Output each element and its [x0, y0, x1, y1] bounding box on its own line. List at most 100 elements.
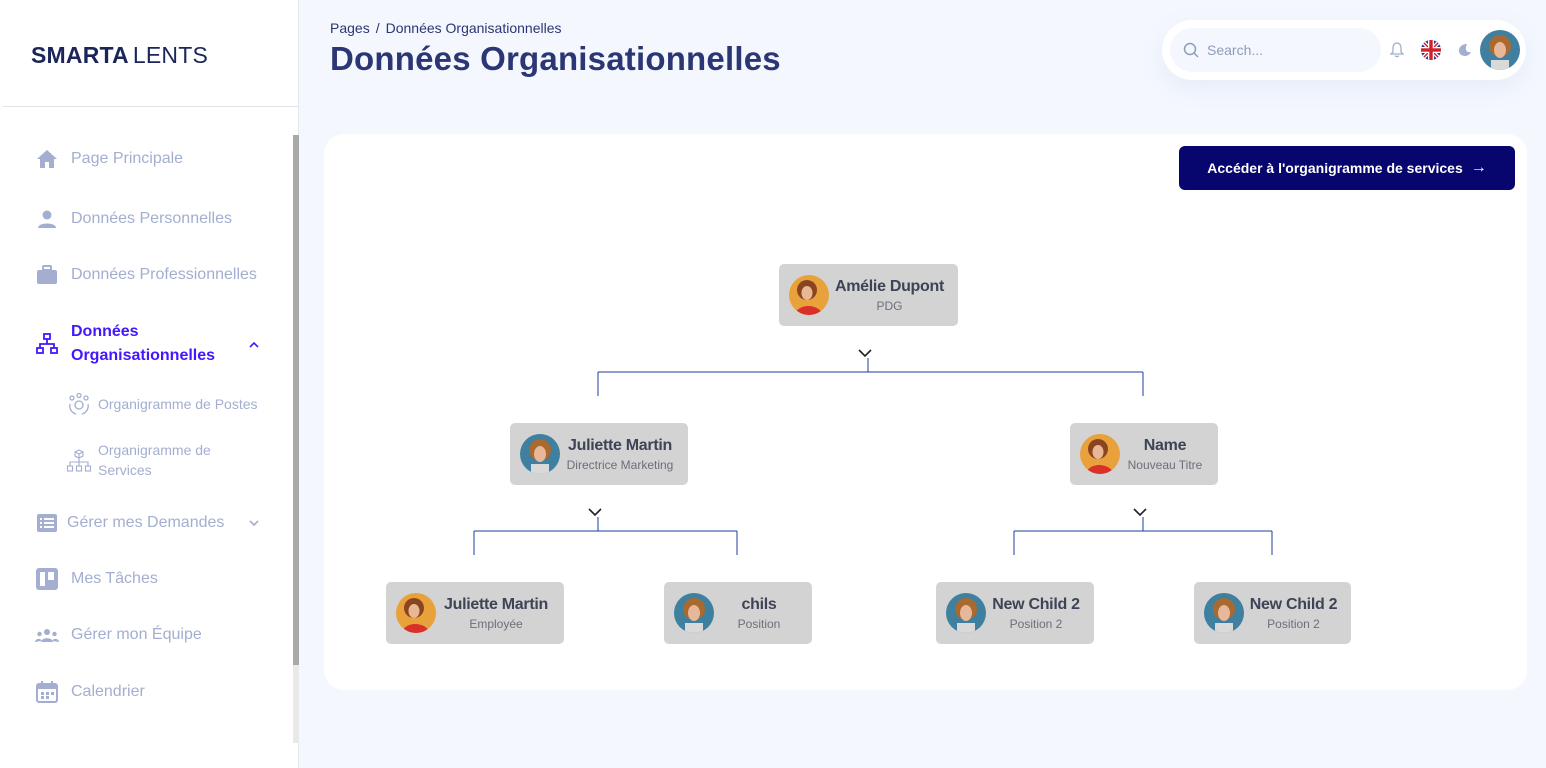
sidebar-item-donnees-professionnelles[interactable]: Données Professionnelles — [35, 260, 257, 290]
org-node-level1[interactable]: Name Nouveau Titre — [1070, 423, 1218, 485]
avatar — [1080, 434, 1120, 474]
search-input[interactable] — [1207, 42, 1367, 58]
org-node-name: Juliette Martin — [444, 595, 548, 613]
org-node-text: Juliette Martin Directrice Marketing — [560, 437, 688, 472]
search-box — [1170, 28, 1381, 72]
sidebar-item-donnees-personnelles[interactable]: Données Personnelles — [35, 204, 232, 234]
org-node-position: Position 2 — [1009, 616, 1063, 631]
org-node-position: PDG — [876, 298, 903, 313]
org-node-text: Name Nouveau Titre — [1120, 437, 1218, 472]
sidebar-item-gerer-demandes[interactable]: Gérer mes Demandes — [35, 508, 224, 538]
avatar — [520, 434, 560, 474]
sidebar-subitem-label: Organigramme de Services — [98, 440, 211, 480]
connector-root-children — [597, 358, 1144, 396]
org-node-text: New Child 2 Position 2 — [1244, 596, 1351, 631]
board-icon — [35, 567, 59, 591]
avatar — [674, 593, 714, 633]
chevron-up-icon[interactable] — [247, 338, 261, 352]
open-services-chart-label: Accéder à l'organigramme de services — [1207, 160, 1463, 176]
sidebar-divider — [3, 106, 299, 107]
user-avatar[interactable] — [1480, 30, 1520, 70]
org-node-position: Employée — [469, 616, 523, 631]
org-node-text: Juliette Martin Employée — [436, 596, 564, 631]
org-node-name: New Child 2 — [1249, 595, 1338, 613]
collapse-toggle-icon[interactable] — [857, 348, 873, 360]
org-node-level2[interactable]: Juliette Martin Employée — [386, 582, 564, 644]
org-node-text: chils Position — [714, 596, 812, 631]
person-icon — [35, 207, 59, 231]
sidebar-scrollbar-thumb[interactable] — [293, 135, 299, 665]
org-node-text: New Child 2 Position 2 — [986, 596, 1094, 631]
moon-icon[interactable] — [1453, 38, 1477, 62]
connector-right-children — [1013, 517, 1273, 555]
org-node-level2[interactable]: chils Position — [664, 582, 812, 644]
arrow-right-icon: → — [1470, 159, 1487, 176]
org-node-name: Juliette Martin — [568, 436, 672, 454]
people-circle-icon — [66, 391, 92, 417]
breadcrumb: Pages / Données Organisationnelles — [330, 20, 561, 36]
collapse-toggle-icon[interactable] — [587, 507, 603, 519]
avatar — [946, 593, 986, 633]
avatar — [789, 275, 829, 315]
sidebar-item-label: Données Personnelles — [71, 210, 232, 227]
org-node-position: Directrice Marketing — [566, 457, 674, 472]
sidebar-item-label: Page Principale — [71, 150, 184, 167]
sidebar-item-label: Données Organisationnelles — [71, 320, 215, 368]
org-node-level2[interactable]: New Child 2 Position 2 — [1194, 582, 1351, 644]
search-icon — [1183, 42, 1199, 58]
org-node-position: Nouveau Titre — [1127, 457, 1203, 472]
sidebar-item-calendrier[interactable]: Calendrier — [35, 677, 145, 707]
org-node-position: Position — [737, 616, 781, 631]
sidebar-item-gerer-equipe[interactable]: Gérer mon Équipe — [35, 620, 202, 650]
sidebar-item-mes-taches[interactable]: Mes Tâches — [35, 564, 158, 594]
sidebar-item-label: Calendrier — [71, 683, 145, 700]
sidebar-item-donnees-organisationnelles[interactable]: Données Organisationnelles — [35, 320, 215, 368]
top-toolbar — [1162, 20, 1526, 80]
list-icon — [35, 511, 59, 535]
sidebar-item-label: Mes Tâches — [71, 570, 158, 587]
briefcase-icon — [35, 263, 59, 287]
org-node-name: Amélie Dupont — [835, 277, 944, 295]
calendar-icon — [35, 680, 59, 704]
home-icon — [35, 147, 59, 171]
uk-flag-icon[interactable] — [1419, 38, 1443, 62]
brand-name-light: LENTS — [132, 42, 209, 68]
sidebar-subitem-label: Organigramme de Postes — [98, 396, 258, 412]
org-node-name: chils — [741, 595, 777, 613]
connector-left-children — [473, 517, 738, 555]
org-node-root[interactable]: Amélie Dupont PDG — [779, 264, 958, 326]
breadcrumb-separator: / — [375, 20, 380, 36]
sidebar-item-page-principale[interactable]: Page Principale — [35, 144, 183, 174]
org-node-text: Amélie Dupont PDG — [829, 278, 958, 313]
page-title: Données Organisationnelles — [330, 40, 781, 77]
sidebar-subitem-label-line2: Services — [98, 462, 152, 478]
collapse-toggle-icon[interactable] — [1132, 507, 1148, 519]
org-chart-icon — [35, 332, 59, 356]
avatar — [1204, 593, 1244, 633]
open-services-chart-button[interactable]: Accéder à l'organigramme de services → — [1179, 146, 1515, 190]
sidebar-subitem-organigramme-postes[interactable]: Organigramme de Postes — [66, 391, 258, 417]
org-node-position: Position 2 — [1267, 616, 1320, 631]
breadcrumb-current: Données Organisationnelles — [385, 20, 562, 36]
org-node-level2[interactable]: New Child 2 Position 2 — [936, 582, 1094, 644]
sidebar-item-label: Gérer mon Équipe — [71, 626, 202, 643]
org-node-level1[interactable]: Juliette Martin Directrice Marketing — [510, 423, 688, 485]
org-chart-card: Accéder à l'organigramme de services → Am… — [324, 134, 1527, 690]
chevron-down-icon[interactable] — [247, 516, 261, 530]
brand-name-bold: SMARTA — [31, 42, 129, 68]
org-node-name: Name — [1143, 436, 1187, 454]
sidebar-item-label: Gérer mes Demandes — [67, 514, 225, 531]
avatar — [396, 593, 436, 633]
org-node-name: New Child 2 — [992, 595, 1080, 613]
sidebar-item-label: Données Professionnelles — [71, 266, 257, 283]
breadcrumb-root[interactable]: Pages — [330, 20, 370, 36]
sidebar-item-label-line2: Organisationnelles — [71, 347, 216, 364]
sidebar-subitem-organigramme-services[interactable]: Organigramme de Services — [66, 440, 211, 480]
cube-hierarchy-icon — [66, 448, 92, 474]
team-icon — [35, 623, 59, 647]
sidebar-subitem-label-line1: Organigramme de — [98, 442, 211, 458]
bell-icon[interactable] — [1385, 38, 1409, 62]
sidebar-item-label-line1: Données — [71, 323, 139, 340]
